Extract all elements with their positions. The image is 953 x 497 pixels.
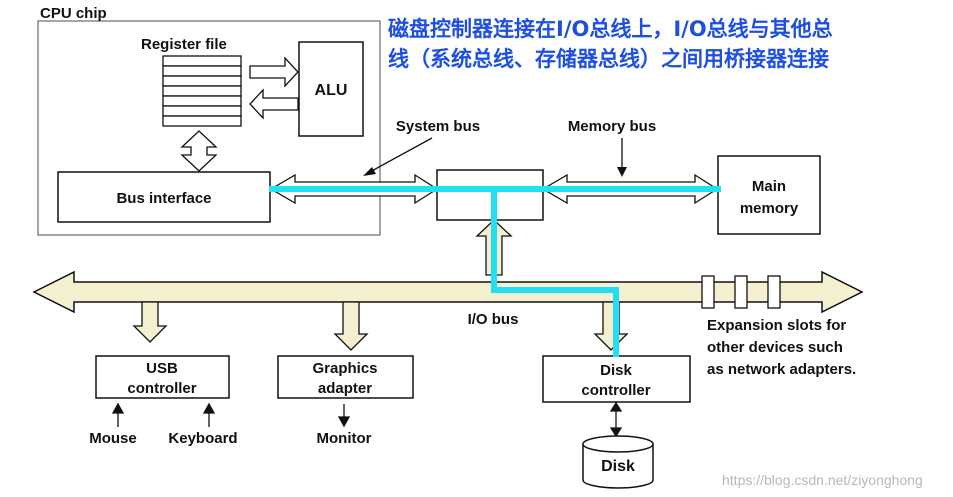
register-file	[162, 55, 242, 127]
highlight-path	[269, 186, 721, 357]
alu-to-reg-arrow	[249, 88, 299, 120]
mouse-arrow	[111, 402, 125, 427]
disk-label: Disk	[601, 458, 635, 475]
reg-bus-interface-arrow	[180, 130, 218, 172]
io-bus-arrow	[32, 270, 864, 314]
graphics-adapter-box	[277, 355, 414, 399]
reg-to-alu-arrow	[249, 56, 299, 88]
graphics-adapter-label-line1: Graphics	[312, 360, 377, 377]
caption-line-2: 线（系统总线、存储器总线）之间用桥接器连接	[388, 47, 829, 71]
bus-interface-label: Bus interface	[116, 190, 211, 207]
io-bus-label: I/O bus	[468, 311, 519, 328]
main-memory-box	[717, 155, 821, 235]
annotation-caption: 磁盘控制器连接在I/O总线上，I/O总线与其他总 线（系统总线、存储器总线）之间…	[388, 14, 948, 74]
cpu-chip-label: CPU chip	[40, 5, 107, 22]
keyboard-label: Keyboard	[168, 430, 237, 447]
disk-cylinder	[582, 435, 654, 489]
cpu-chip-outline	[37, 20, 381, 236]
usb-controller-label-line2: controller	[127, 380, 196, 397]
expansion-slots-text-line2: other devices such	[707, 339, 843, 356]
main-memory-label-line2: memory	[740, 200, 799, 217]
alu-box	[298, 41, 364, 137]
caption-line-1: 磁盘控制器连接在I/O总线上，I/O总线与其他总	[388, 17, 833, 41]
expansion-slot-2	[734, 275, 748, 309]
disk-controller-disk-link	[609, 401, 623, 438]
io-to-graphics-arrow	[333, 301, 369, 351]
keyboard-arrow	[202, 402, 216, 427]
usb-controller-label-line1: USB	[146, 360, 178, 377]
register-file-label: Register file	[141, 36, 227, 53]
bus-interface-box	[57, 171, 271, 223]
io-bridge-box	[436, 169, 544, 221]
mouse-label: Mouse	[89, 430, 137, 447]
watermark: https://blog.csdn.net/ziyonghong	[722, 472, 923, 488]
system-bus-pointer	[367, 137, 433, 174]
main-memory-label-line1: Main	[752, 178, 786, 195]
graphics-adapter-label-line2: adapter	[318, 380, 372, 397]
io-to-usb-arrow	[132, 301, 168, 343]
disk-controller-label-line1: Disk	[600, 362, 632, 379]
expansion-slots-text-line1: Expansion slots for	[707, 317, 846, 334]
disk-controller-label-line2: controller	[581, 382, 650, 399]
monitor-arrow	[337, 404, 351, 428]
expansion-slots	[701, 275, 781, 309]
monitor-label: Monitor	[317, 430, 372, 447]
alu-label: ALU	[315, 82, 348, 99]
expansion-slot-3	[767, 275, 781, 309]
memory-bus-label: Memory bus	[568, 118, 656, 135]
expansion-slots-text-line3: as network adapters.	[707, 361, 856, 378]
expansion-slot-1	[701, 275, 715, 309]
system-bus-label: System bus	[396, 118, 480, 135]
io-to-disk-controller-arrow	[593, 301, 629, 351]
usb-controller-box	[95, 355, 230, 399]
